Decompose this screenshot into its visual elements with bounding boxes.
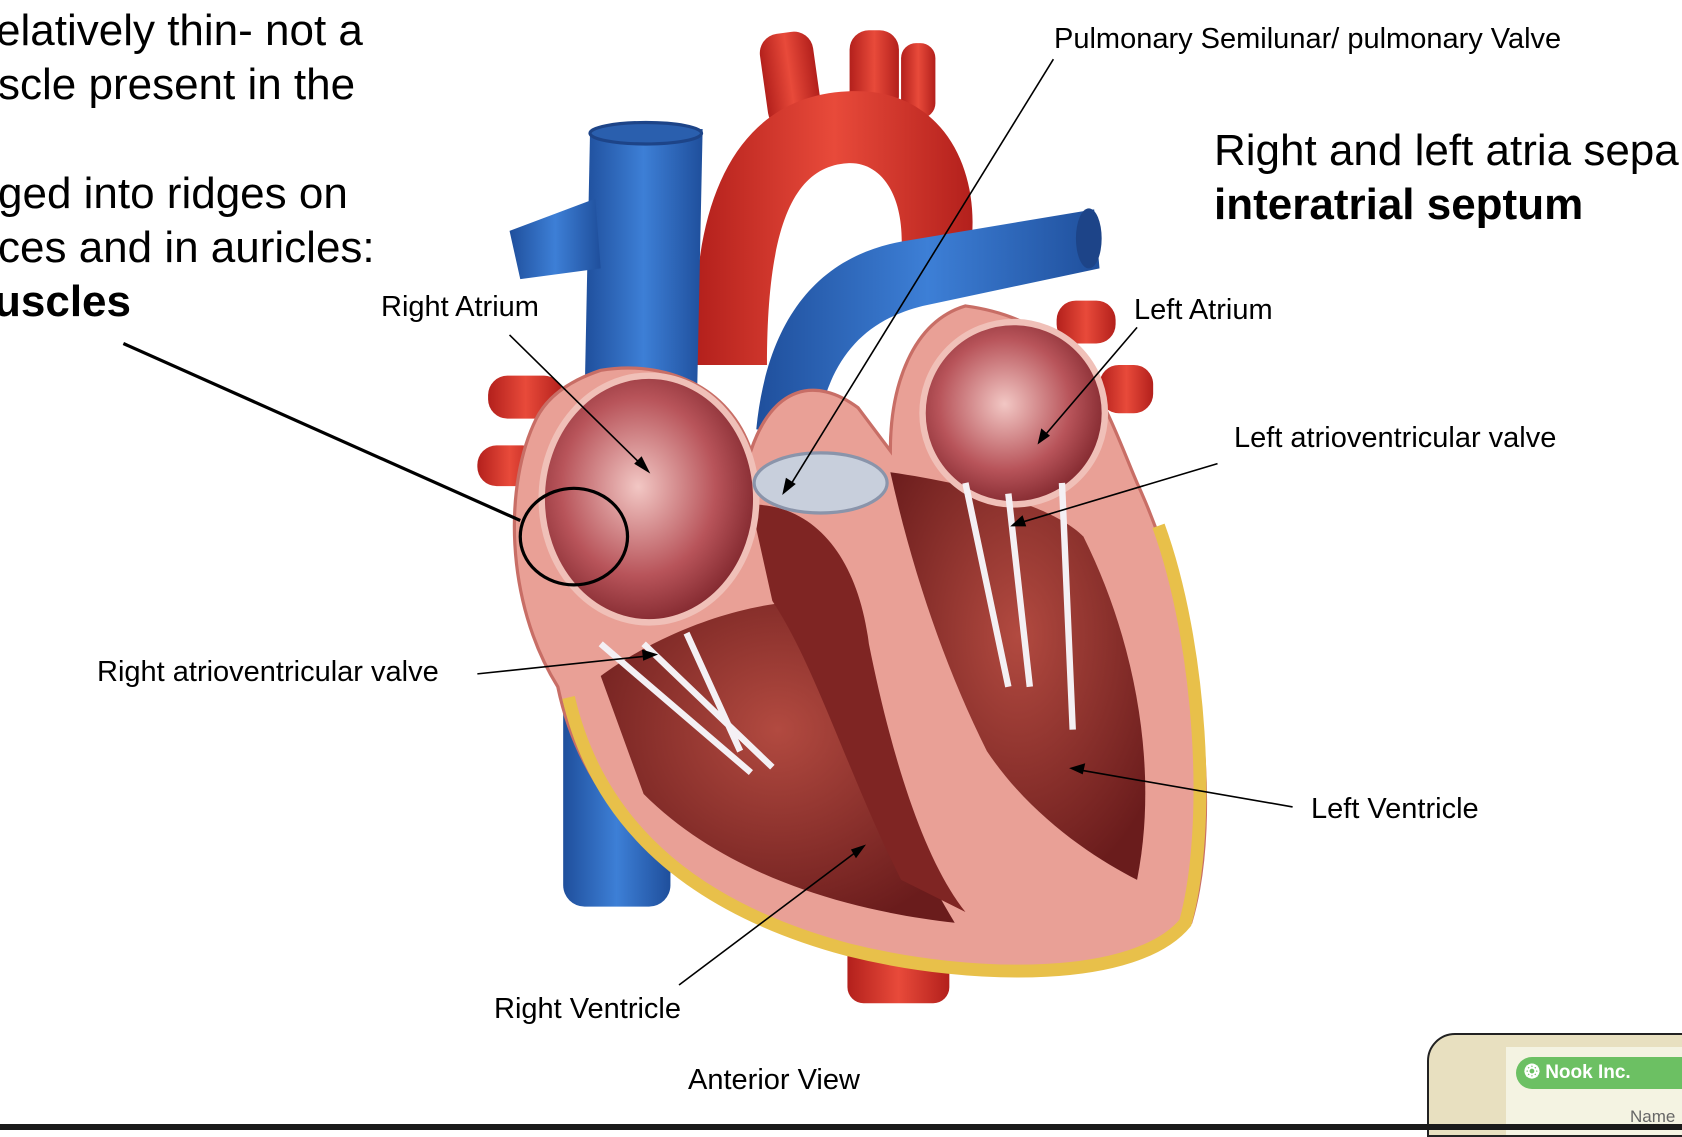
left-ventricle-chamber (890, 472, 1146, 880)
body-text-line: ces and in auricles: (0, 223, 375, 272)
arrow-pulmonary-valve (787, 58, 1055, 489)
aortic-arch (695, 91, 973, 365)
label-pulmonary-valve: Pulmonary Semilunar/ pulmonary Valve (1054, 23, 1562, 55)
pulmonary-trunk (756, 209, 1100, 441)
arrow-right-atrium (508, 334, 645, 468)
nook-brand-bar: ❂ Nook Inc. (1516, 1057, 1682, 1089)
nook-brand-text: Nook Inc. (1545, 1062, 1631, 1083)
label-right-atrium: Right Atrium (381, 291, 539, 323)
body-text-line: ged into ridges on (0, 169, 348, 218)
septum-term: interatrial septum (1214, 180, 1584, 229)
arrow-left-atrium (1042, 326, 1138, 439)
label-left-av-valve: Left atrioventricular valve (1234, 422, 1557, 454)
pulmonary-valve (752, 451, 889, 515)
overlay-app-window[interactable]: ❂ Nook Inc. Name (1427, 1033, 1682, 1137)
body-text-bold-term: uscles (0, 277, 131, 326)
label-right-av-valve: Right atrioventricular valve (97, 656, 439, 688)
pointer-line-pectinate (122, 342, 521, 522)
superior-vena-cava (584, 128, 703, 398)
epicardial-fat (562, 523, 1207, 978)
label-right-ventricle: Right Ventricle (494, 993, 681, 1025)
arrow-right-av-valve (477, 654, 652, 675)
leaf-logo-icon: ❂ (1524, 1062, 1546, 1083)
arrow-left-ventricle (1075, 768, 1293, 808)
highlight-circle (518, 486, 630, 587)
caption-anterior-view: Anterior View (688, 1064, 860, 1096)
body-text-line: scle present in the (0, 60, 356, 109)
nook-card: ❂ Nook Inc. Name (1506, 1047, 1682, 1135)
body-text-line: elatively thin- not a (0, 6, 363, 55)
septum-text-line: Right and left atria sepa (1214, 126, 1679, 175)
left-atrium-chamber (919, 318, 1109, 508)
label-left-ventricle: Left Ventricle (1311, 793, 1479, 825)
arrow-left-av-valve (1016, 462, 1218, 525)
arrow-right-ventricle (678, 848, 861, 986)
right-ventricle-chamber (600, 600, 955, 923)
bottom-edge-bar (0, 1124, 1682, 1130)
left-subclavian (901, 43, 936, 119)
name-field-label: Name (1630, 1107, 1676, 1126)
label-left-atrium: Left Atrium (1134, 294, 1273, 326)
